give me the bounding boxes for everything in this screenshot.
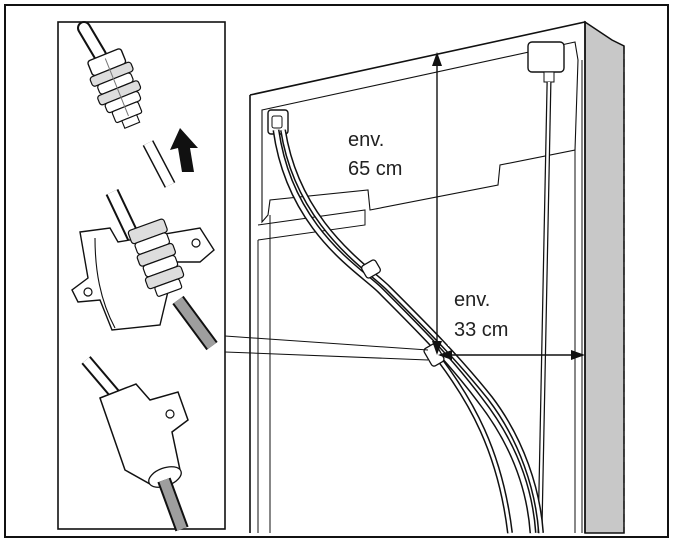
back-panel-outline — [249, 21, 586, 533]
left-hose-b-fill — [281, 129, 543, 534]
callout-line-bottom — [224, 351, 429, 361]
connector-cover — [99, 383, 189, 485]
width-label-value: 33 cm — [454, 319, 508, 341]
right-hose-port — [527, 41, 565, 73]
clip-screw-hole-right — [191, 238, 201, 248]
left-port-opening — [271, 115, 283, 129]
inset-step-cover — [81, 356, 189, 532]
dimension-lines — [432, 52, 585, 360]
callout-lines — [224, 335, 429, 361]
inset-step-clip — [71, 188, 218, 351]
appliance-back — [249, 20, 625, 534]
callout-line-top — [224, 335, 429, 351]
lower-hose-outline — [437, 358, 513, 534]
outer-border — [4, 4, 669, 538]
hoses — [272, 81, 552, 534]
clip-tube-bottom-fill — [173, 297, 217, 349]
quick-connector — [87, 48, 143, 129]
height-arrow-top — [432, 52, 442, 66]
upper-hose-fill — [79, 23, 105, 60]
height-arrow-bottom — [432, 341, 442, 355]
clip-screw-hole-left — [83, 287, 93, 297]
clip-curve — [94, 237, 116, 329]
height-label-prefix: env. — [348, 129, 384, 151]
appliance-side-panel — [584, 20, 625, 534]
height-label-value: 65 cm — [348, 158, 402, 180]
inset-step-disconnect — [77, 21, 198, 188]
left-hose-a-fill — [274, 129, 535, 534]
height-label-bg — [340, 122, 426, 184]
clip-connector — [127, 218, 185, 297]
released-tube-fill — [144, 140, 174, 188]
width-label-bg — [448, 284, 540, 346]
width-arrow-left — [438, 350, 452, 360]
pull-direction-arrow — [170, 128, 198, 172]
lower-hose-fill — [438, 359, 512, 534]
cover-screw-hole — [165, 409, 175, 419]
hose-coupling — [423, 343, 445, 367]
hose-clip-mid — [361, 259, 381, 279]
detail-inset — [57, 21, 226, 532]
right-hose-fill — [538, 81, 551, 534]
width-label-prefix: env. — [454, 289, 490, 311]
back-inner-contour — [261, 41, 579, 224]
cover-tube-fill — [159, 478, 187, 531]
width-arrow-right — [571, 350, 585, 360]
right-port-clip — [543, 71, 555, 83]
